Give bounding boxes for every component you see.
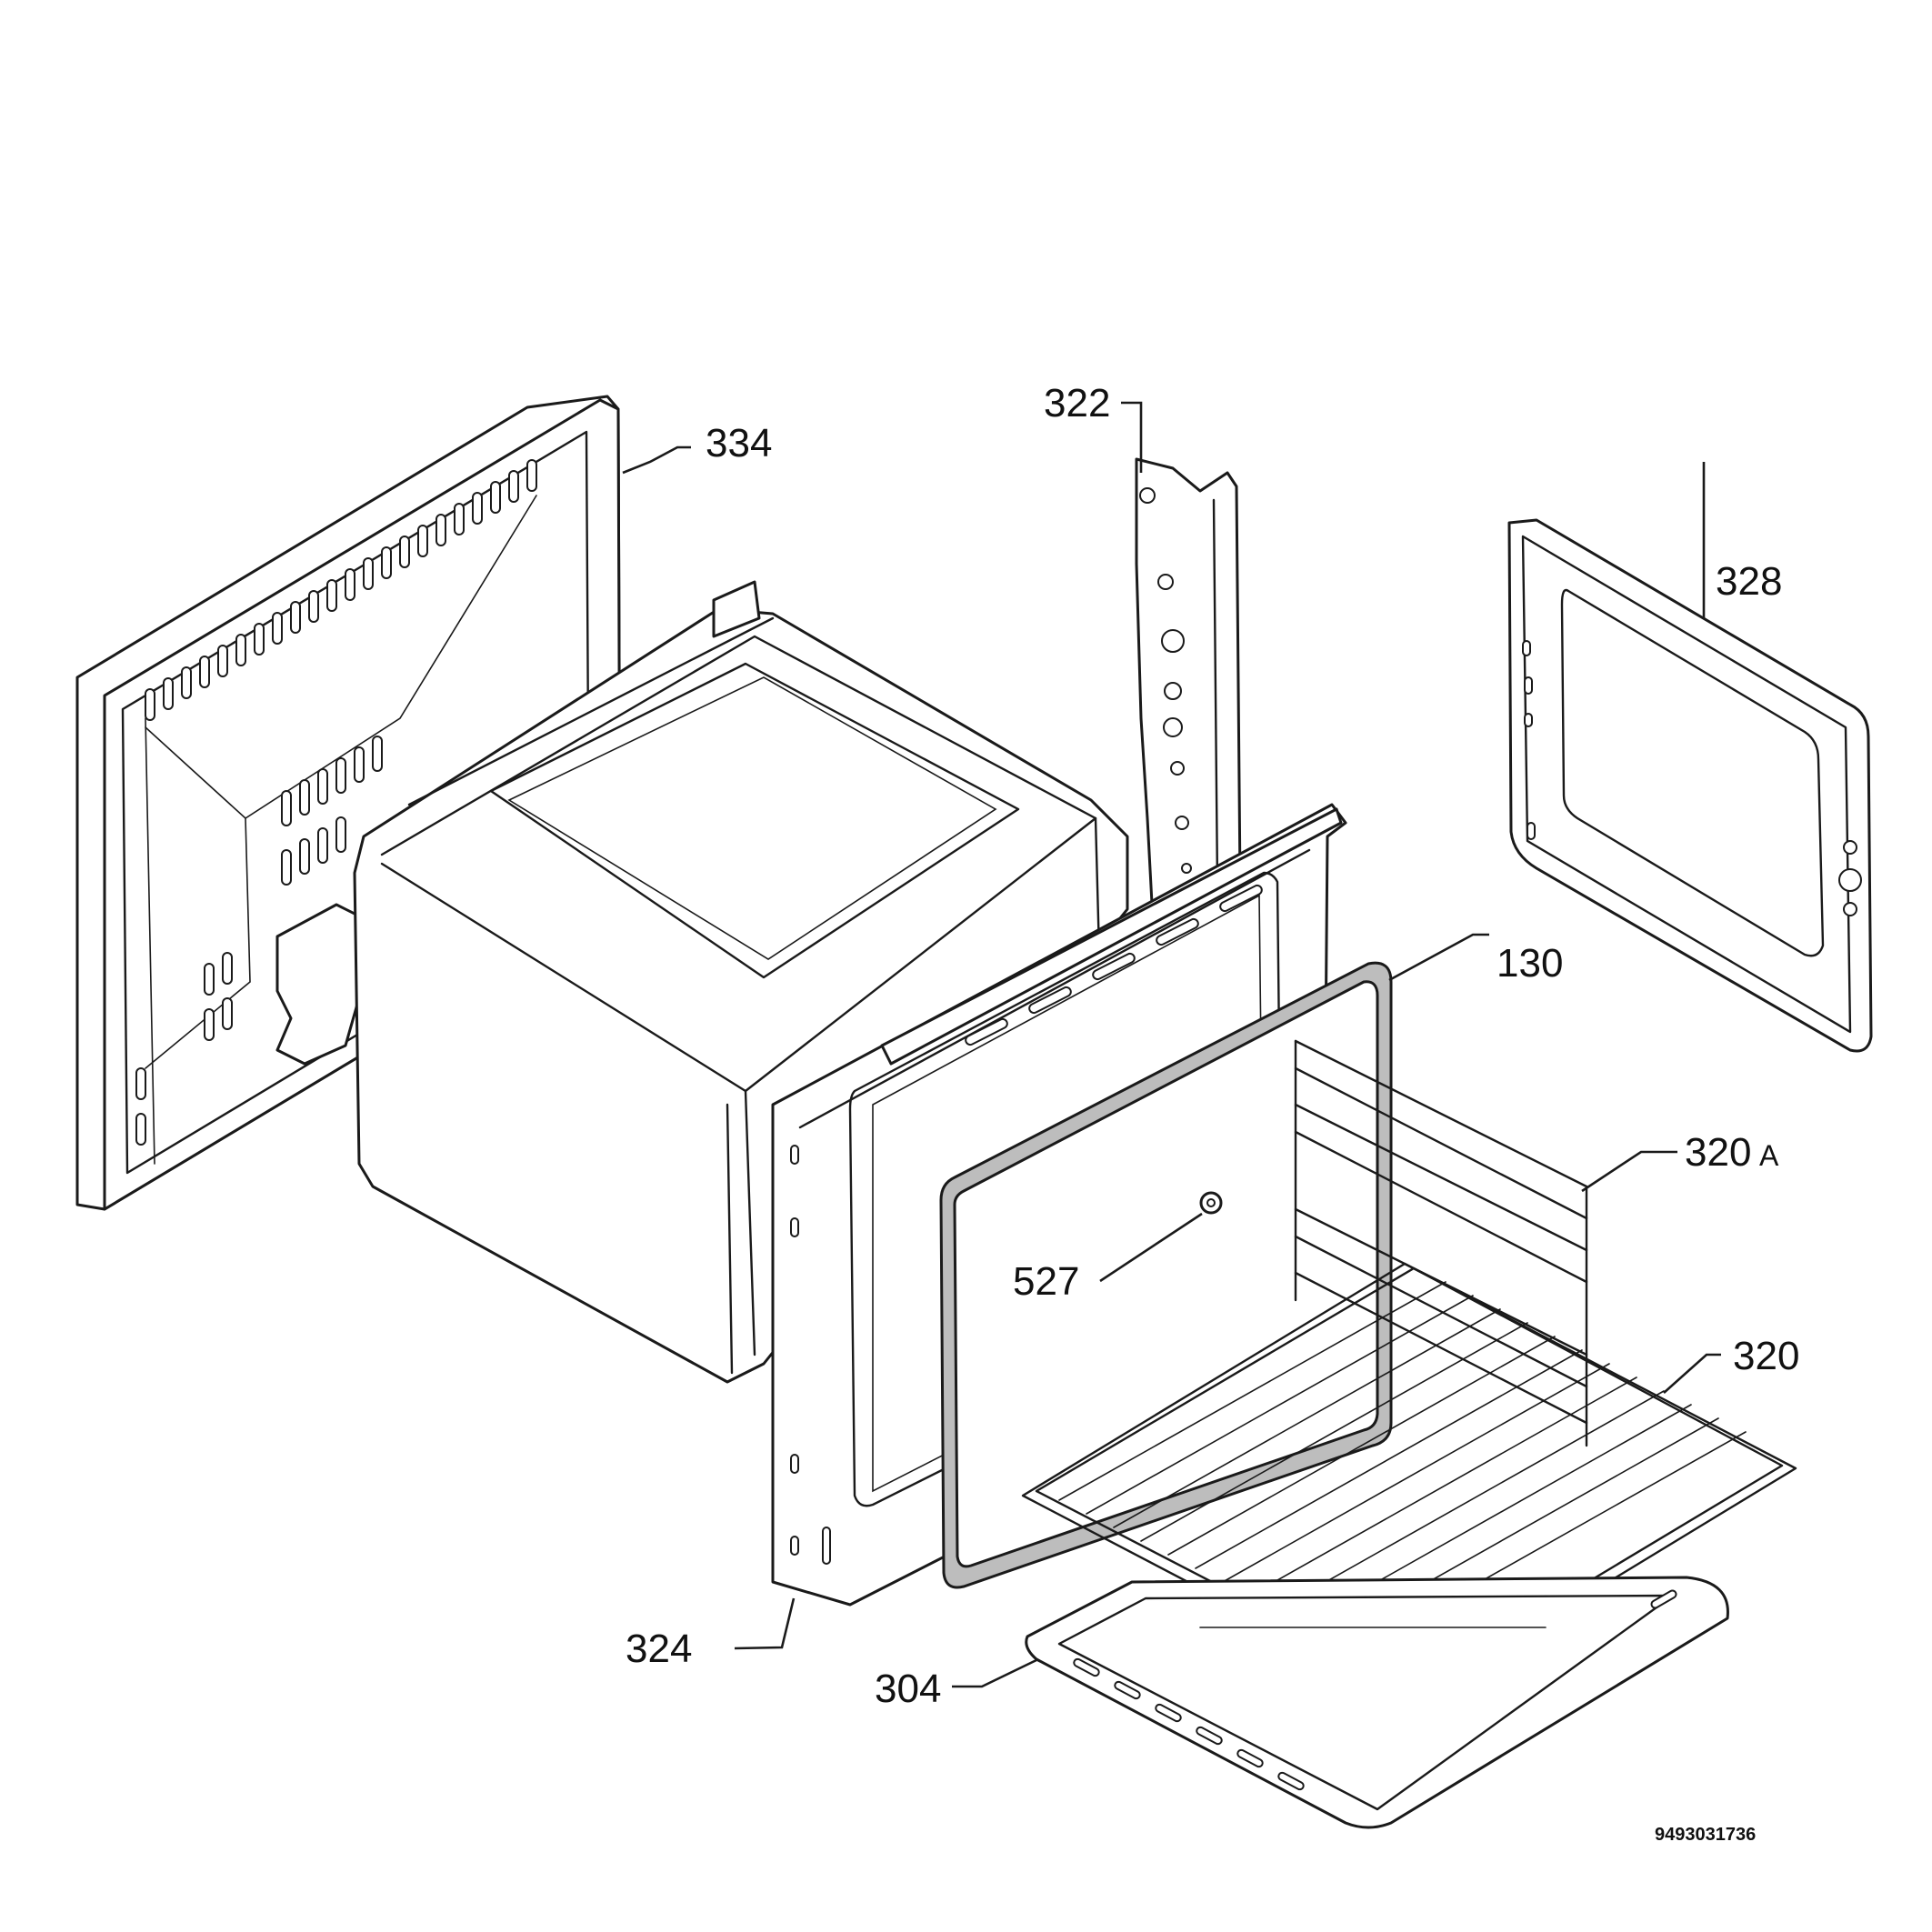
callout-322: 322	[1044, 381, 1110, 425]
leader-lines	[622, 401, 1721, 1688]
back-panel-334	[75, 395, 622, 1211]
callout-527: 527	[1013, 1259, 1079, 1304]
callout-328: 328	[1716, 559, 1782, 604]
callout-320a-number: 320	[1685, 1130, 1751, 1175]
callout-320a-suffix: A	[1759, 1139, 1779, 1172]
callout-130: 130	[1497, 941, 1563, 986]
callout-320: 320	[1733, 1334, 1799, 1378]
door-seal-130	[939, 961, 1393, 1589]
fitting-527	[1199, 1191, 1223, 1215]
baking-tray-304	[1025, 1576, 1729, 1829]
callout-334: 334	[706, 421, 772, 465]
vent-slots	[135, 459, 537, 1146]
callout-304: 304	[875, 1667, 941, 1711]
document-number: 9493031736	[1655, 1825, 1756, 1845]
callout-324: 324	[626, 1627, 692, 1671]
glass-panel-328	[1507, 518, 1873, 1053]
